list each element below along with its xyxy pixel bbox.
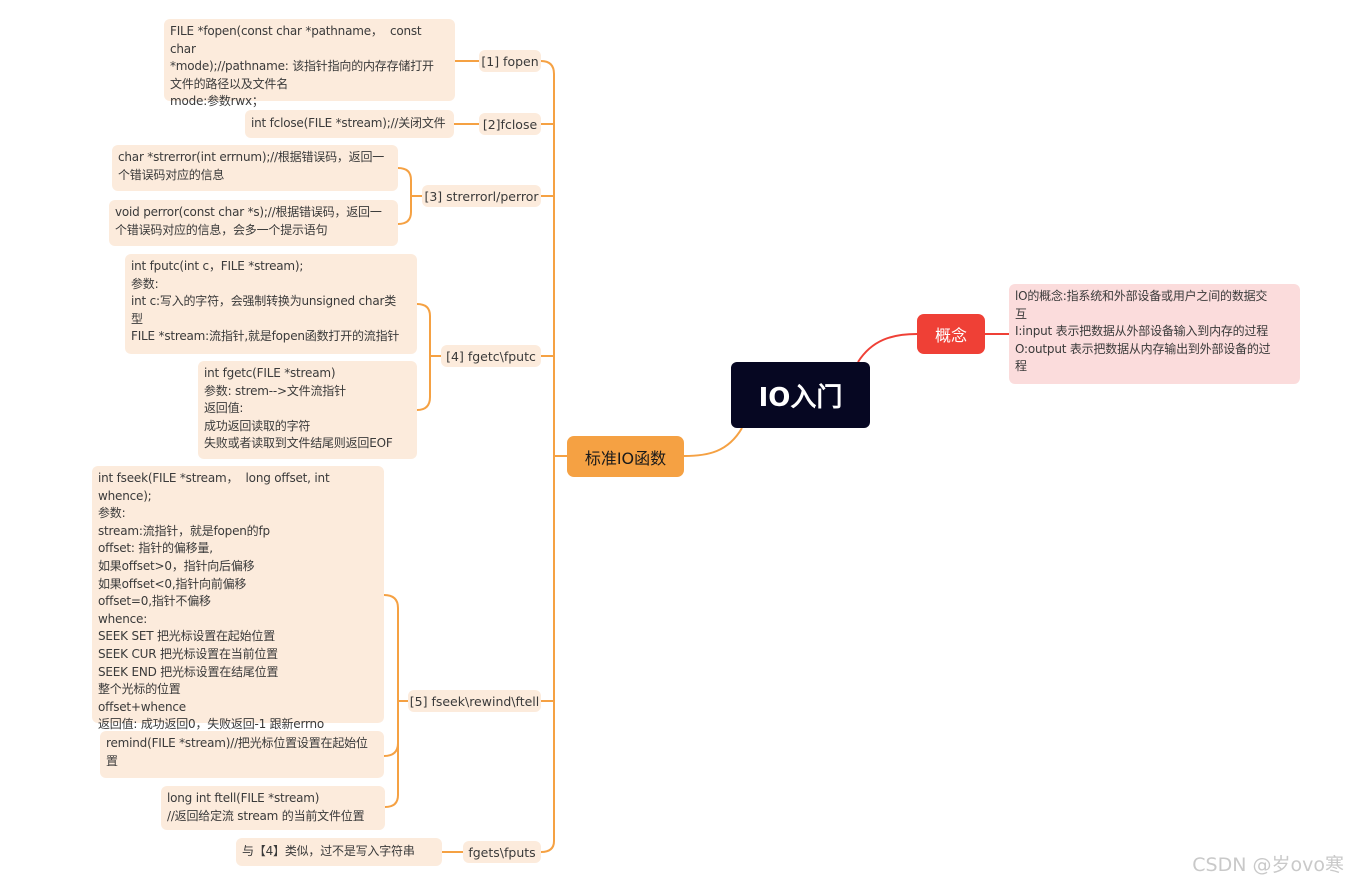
branch-fseek-rewind-ftell[interactable]: [5] fseek\rewind\ftell <box>408 690 541 712</box>
leaf-ftell[interactable]: long int ftell(FILE *stream) //返回给定流 str… <box>161 786 385 830</box>
leaf-fgets[interactable]: 与【4】类似，过不是写入字符串 <box>236 838 442 866</box>
edge-strerror-leaves <box>397 167 422 225</box>
edge-root-stdio <box>683 427 743 457</box>
branch-fopen[interactable]: [1] fopen <box>479 50 541 72</box>
leaf-fclose[interactable]: int fclose(FILE *stream);//关闭文件 <box>245 110 454 138</box>
watermark: CSDN @岁ovo寒 <box>1192 854 1344 876</box>
leaf-fputc[interactable]: int fputc(int c，FILE *stream); 参数: int c… <box>125 254 417 354</box>
leaf-fseek[interactable]: int fseek(FILE *stream， long offset, int… <box>92 466 384 731</box>
concept-leaf[interactable]: lO的概念:指系统和外部设备或用户之间的数据交 互 I:input 表示把数据从… <box>1009 284 1300 384</box>
branch-fgets-fputs[interactable]: fgets\fputs <box>463 841 541 863</box>
leaf-fgetc[interactable]: int fgetc(FILE *stream) 参数: strem-->文件流指… <box>198 361 417 459</box>
branch-fclose[interactable]: [2]fclose <box>479 113 541 135</box>
edge-fgetc-leaves <box>416 303 441 411</box>
leaf-rewind[interactable]: remind(FILE *stream)//把光标位置设置在起始位 置 <box>100 731 384 778</box>
root-node[interactable]: IO入门 <box>731 362 870 428</box>
concept-node[interactable]: 概念 <box>917 314 985 354</box>
edge-fseek-leaves <box>383 594 408 808</box>
stdio-node[interactable]: 标准IO函数 <box>567 436 684 477</box>
branch-fgetc-fputc[interactable]: [4] fgetc\fputc <box>441 345 541 367</box>
edge-stdio-trunk <box>540 60 567 853</box>
branch-strerror-perror[interactable]: [3] strerrorl/perror <box>422 185 541 207</box>
leaf-fopen[interactable]: FILE *fopen(const char *pathname， const … <box>164 19 455 108</box>
leaf-perror[interactable]: void perror(const char *s);//根据错误码，返回一 个… <box>109 200 398 246</box>
leaf-strerror[interactable]: char *strerror(int errnum);//根据错误码，返回一 个… <box>112 145 398 191</box>
edge-root-concept <box>857 333 918 363</box>
